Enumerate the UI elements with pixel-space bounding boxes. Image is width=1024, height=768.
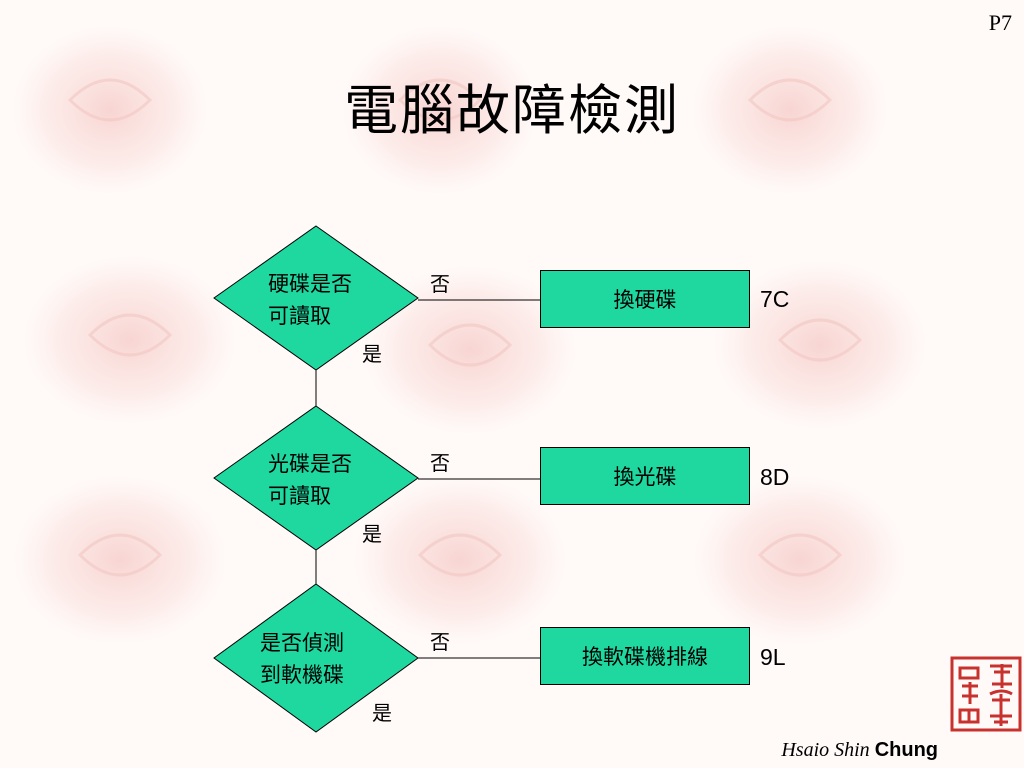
author-first-name: Hsaio Shin <box>781 739 870 761</box>
no-label-1: 否 <box>430 272 450 296</box>
yes-label-2: 是 <box>362 522 382 546</box>
decision-text-1: 硬碟是否 可讀取 <box>268 272 352 328</box>
author-signature: Hsaio Shin Chung <box>781 739 938 762</box>
code-label-2: 8D <box>760 464 790 490</box>
page-number: P7 <box>988 10 1012 35</box>
decision-diamond-1 <box>213 225 419 371</box>
page-title: 電腦故障檢測 <box>344 79 680 142</box>
action-box-2: 換光碟 <box>540 447 750 505</box>
yes-label-1: 是 <box>362 342 382 366</box>
code-label-3: 9L <box>760 644 786 670</box>
yes-label-3: 是 <box>372 701 392 725</box>
author-last-name: Chung <box>874 739 938 761</box>
red-seal-stamp-icon <box>950 656 1022 732</box>
decision-diamond-3 <box>213 583 419 733</box>
decision-text-2: 光碟是否 可讀取 <box>268 452 352 508</box>
no-label-3: 否 <box>430 630 450 654</box>
action-box-3: 換軟碟機排線 <box>540 627 750 685</box>
decision-diamond-2 <box>213 405 419 551</box>
action-box-1: 換硬碟 <box>540 270 750 328</box>
decision-text-3: 是否偵測 到軟機碟 <box>260 631 344 687</box>
no-label-2: 否 <box>430 451 450 475</box>
code-label-1: 7C <box>760 286 790 312</box>
